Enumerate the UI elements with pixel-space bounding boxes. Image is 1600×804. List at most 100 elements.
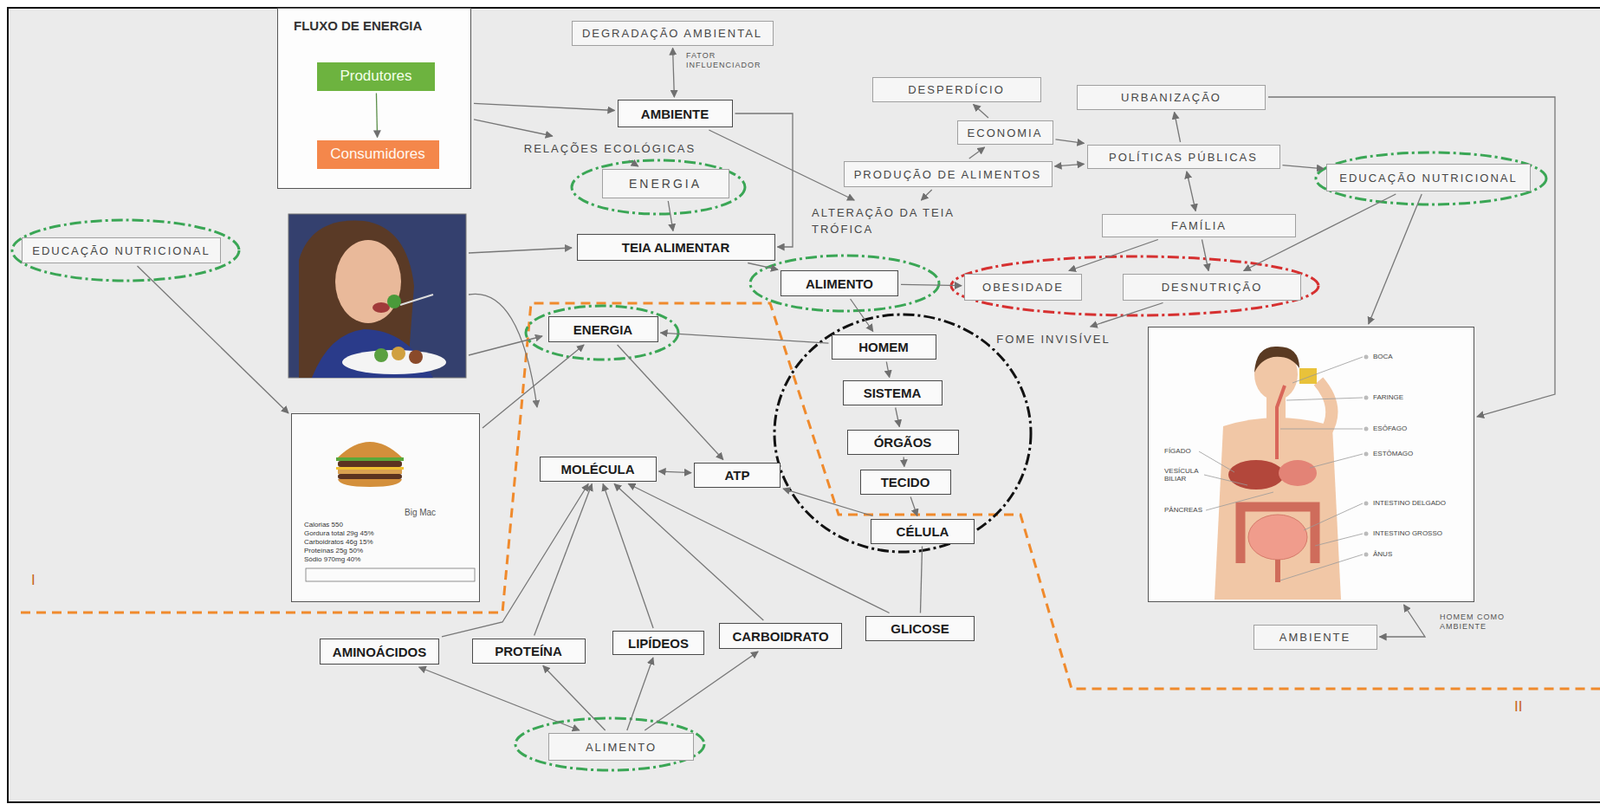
highlight-ellipse: [774, 314, 1031, 552]
edge-label: FATOR INFLUENCIADOR: [684, 50, 751, 72]
leader-line: [1205, 492, 1274, 511]
note-box: [305, 568, 475, 582]
node-label: Sódio 970mg 40%: [304, 556, 361, 564]
highlight-group: [12, 152, 1547, 771]
concept-box: OBESIDADE: [964, 273, 1082, 301]
concept-box: AMBIENTE: [617, 99, 733, 128]
arm: [1318, 381, 1332, 434]
node-label: Produtores: [339, 67, 412, 85]
connector-arrow: [617, 344, 724, 460]
connector-arrow: [667, 200, 674, 232]
stomach: [1278, 459, 1317, 486]
rectum: [1275, 559, 1281, 583]
concept-box: DESNUTRIÇÃO: [1122, 273, 1302, 301]
bun: [337, 441, 402, 458]
photo-frame: [288, 213, 467, 378]
pencil-arrow: [468, 247, 572, 253]
connector-arrow: [919, 546, 922, 614]
node-label: ENERGIA: [573, 322, 633, 337]
cup: [1299, 368, 1317, 384]
node-label: ÂNUS: [1373, 550, 1393, 559]
connector-arrow: [375, 93, 377, 138]
node-label: Proteínas 25g 50%: [304, 547, 363, 556]
leader-line: [1204, 474, 1248, 486]
concept-box: HOMEM: [831, 334, 937, 360]
patty: [337, 473, 402, 480]
node-label: POLÍTICAS PÚBLICAS: [1108, 150, 1258, 164]
concept-box: ALTERAÇÃO DA TEIA TRÓFICA: [808, 202, 991, 241]
fork: [400, 294, 434, 305]
label-dots: [1364, 355, 1369, 558]
leader-line: [1198, 451, 1235, 473]
node-label: ÓRGÃOS: [874, 434, 933, 450]
connector-arrow: [1368, 194, 1422, 324]
node-label: AMBIENTE: [641, 106, 709, 122]
node-label: ECONOMIA: [967, 126, 1043, 140]
connector-arrow: [920, 189, 932, 201]
label-dot: [1364, 452, 1369, 457]
connector-arrow: [1186, 171, 1196, 212]
concept-box: ENERGIA: [548, 316, 659, 343]
lettuce: [336, 457, 404, 461]
node-label: ATP: [725, 467, 751, 483]
connector-arrow: [614, 484, 764, 622]
connector-arrow: [136, 265, 289, 414]
region-boundary: [20, 303, 1600, 689]
salad: [391, 346, 406, 361]
bun: [337, 479, 402, 487]
concept-box: TEIA ALIMENTAR: [576, 233, 776, 261]
node-label: RELAÇÕES ECOLÓGICAS: [524, 142, 696, 156]
concept-box: ÓRGÃOS: [847, 429, 959, 455]
connector-arrow: [1055, 163, 1085, 167]
connector-arrow: [1174, 112, 1181, 143]
connector-arrow: [1282, 165, 1325, 169]
small-intestine: [1248, 514, 1308, 560]
liver: [1228, 459, 1284, 490]
connector-arrow: [673, 48, 675, 98]
panel-box: FLUXO DE ENERGIAProdutoresConsumidores: [277, 7, 472, 189]
node-label: VESÍCULA BILIAR: [1164, 467, 1206, 484]
connector-arrow: [473, 103, 616, 111]
node-label: Gordura total 29g 45%: [304, 530, 375, 538]
node-label: Carboidratos 46g 15%: [304, 538, 374, 547]
concept-box: CARBOIDRATO: [719, 622, 843, 649]
concept-box: FAMÍLIA: [1101, 213, 1296, 238]
connector-arrow: [660, 332, 830, 344]
node-label: ALIMENTO: [585, 740, 657, 754]
salad: [408, 349, 423, 364]
node-label: FOME INVISÍVEL: [996, 332, 1110, 346]
connector-arrow: [473, 119, 553, 137]
highlight-ellipse: [1315, 152, 1547, 205]
connector-arrow: [627, 657, 654, 731]
connector-arrow: [1201, 239, 1209, 272]
node-label: DESNUTRIÇÃO: [1161, 280, 1264, 294]
node-label: FAMÍLIA: [1171, 219, 1227, 233]
highlight-ellipse: [951, 256, 1319, 316]
node-label: ALTERAÇÃO DA TEIA TRÓFICA: [811, 205, 987, 239]
bun: [337, 469, 402, 474]
pencil-arrow: [468, 293, 538, 408]
concept-box: POLÍTICAS PÚBLICAS: [1087, 144, 1281, 169]
node-label: EDUCAÇÃO NUTRICIONAL: [32, 244, 210, 258]
concept-box: EDUCAÇÃO NUTRICIONAL: [1326, 163, 1531, 192]
concept-box: AMBIENTE: [1253, 624, 1378, 650]
connector-arrow: [534, 484, 593, 636]
node-label: CARBOIDRATO: [731, 628, 829, 644]
figure-ground: [1147, 326, 1475, 603]
connector-arrow: [644, 651, 758, 731]
leader-line: [1303, 503, 1363, 531]
node-label: AMBIENTE: [1279, 630, 1351, 644]
concept-box: RELAÇÕES ECOLÓGICAS: [518, 138, 703, 158]
node-label: PRODUÇÃO DE ALIMENTOS: [854, 168, 1043, 182]
node-label: Big Mac: [404, 507, 436, 518]
concept-box: URBANIZAÇÃO: [1076, 84, 1266, 111]
connector-arrow: [1379, 604, 1426, 637]
concept-box: AMINOÁCIDOS: [319, 638, 440, 665]
connector-arrow: [850, 298, 874, 332]
node-label: EDUCAÇÃO NUTRICIONAL: [1339, 171, 1517, 185]
concept-box: Produtores: [317, 62, 435, 91]
connector-arrow: [543, 666, 606, 732]
